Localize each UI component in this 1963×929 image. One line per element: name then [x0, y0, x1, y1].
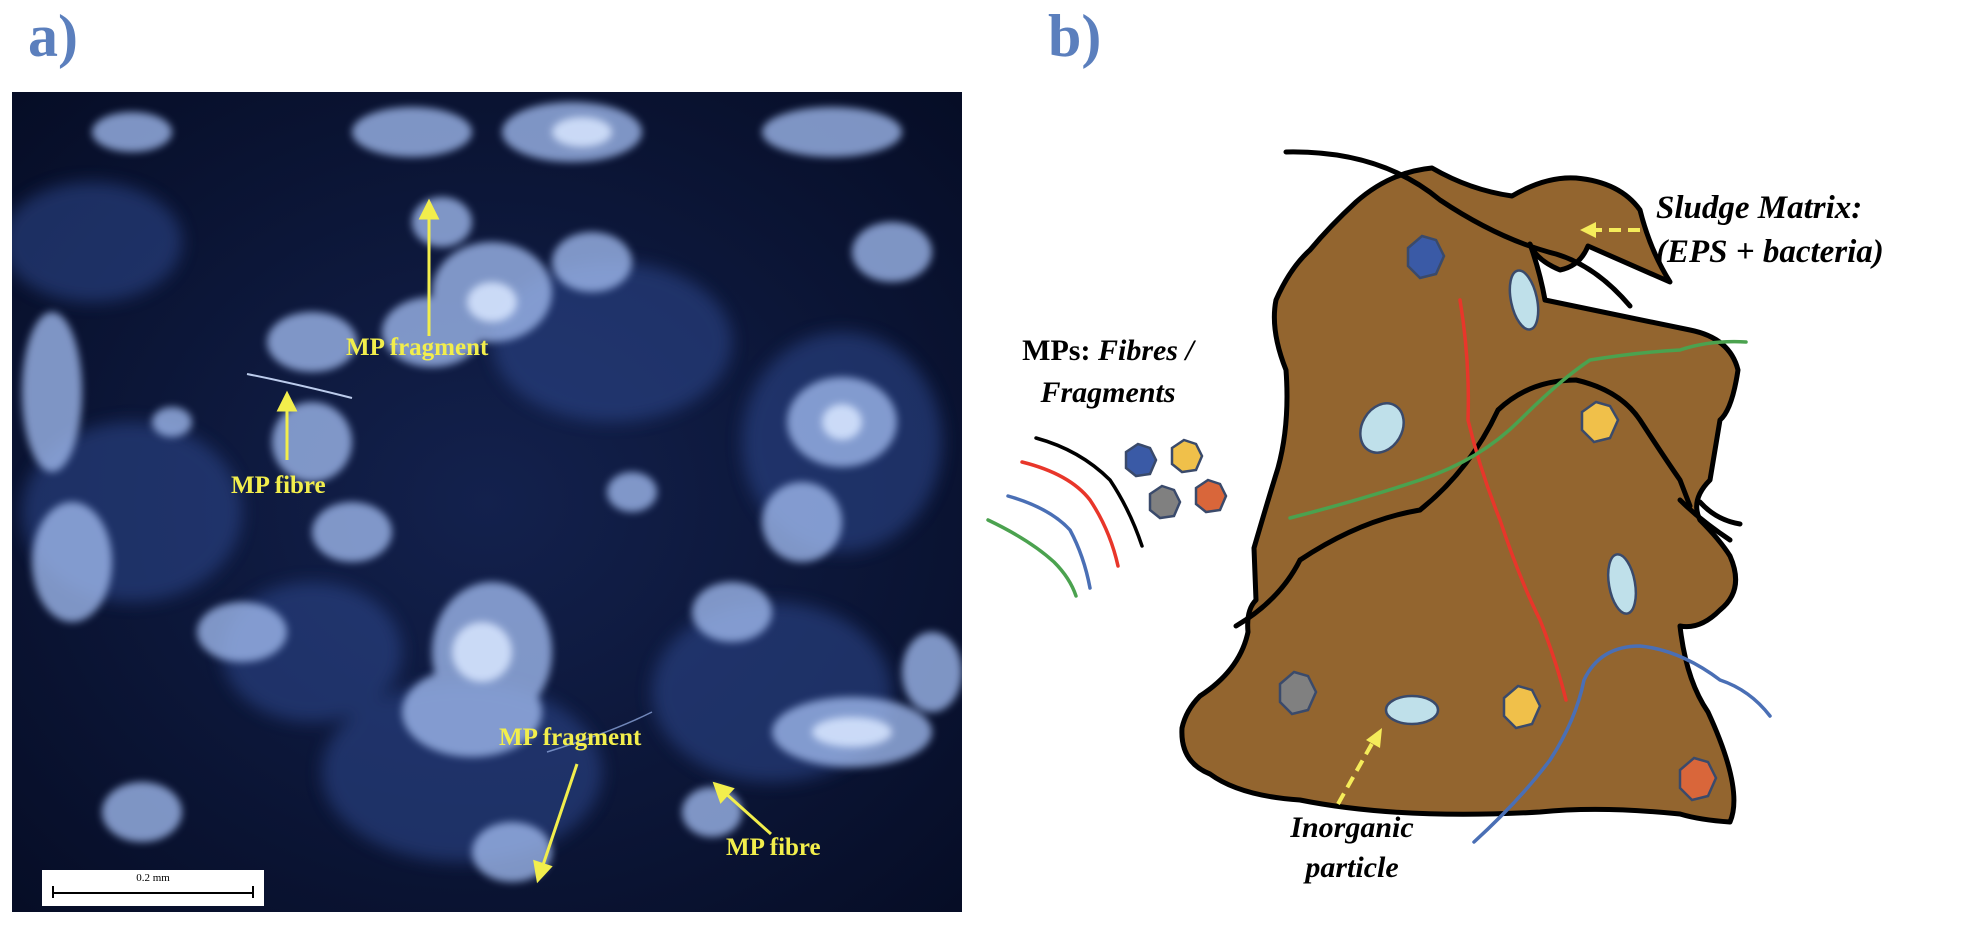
inorganic-particle — [1359, 402, 1405, 454]
mps-prefix: MPs: — [1022, 334, 1098, 367]
micrograph-texture — [12, 92, 962, 912]
mps-label: MPs: Fibres / Fragments — [1008, 330, 1208, 414]
inorganic-particle-label: Inorganic particle — [1262, 808, 1442, 888]
fragment-orange — [1678, 756, 1718, 802]
fragment-yellow — [1580, 400, 1620, 444]
panel-label-a: a) — [28, 3, 78, 69]
fragment-darkblue — [1406, 234, 1446, 280]
mp-fragment-label-top: MP fragment — [346, 334, 489, 361]
sludge-matrix-label: Sludge Matrix: (EPS + bacteria) — [1656, 186, 1884, 274]
panel-label-b: b) — [1048, 3, 1102, 69]
fragment-grey — [1278, 670, 1318, 716]
mp-fibre-label-right: MP fibre — [726, 834, 821, 861]
legend-fragment-yellow — [1170, 438, 1204, 474]
scale-bar-tick-right — [252, 886, 254, 898]
fragment-yellow-2 — [1502, 684, 1542, 730]
legend-fragment-grey — [1148, 484, 1182, 520]
micrograph-image: MP fragment MP fibre MP fragment MP fibr… — [12, 92, 962, 912]
mp-fragment-label-bottom: MP fragment — [499, 724, 642, 751]
scale-bar-line — [52, 892, 254, 894]
inorganic-line2: particle — [1305, 851, 1399, 884]
sludge-matrix-line2: (EPS + bacteria) — [1656, 234, 1884, 270]
mps-label-line1: MPs: Fibres / — [1008, 330, 1208, 372]
sludge-matrix-line1: Sludge Matrix: — [1656, 190, 1863, 226]
sludge-floc — [1179, 165, 1741, 825]
legend-fragment-orange — [1194, 478, 1228, 514]
scale-bar: 0.2 mm — [42, 870, 264, 906]
mp-fibre-label-left: MP fibre — [231, 472, 326, 499]
scale-bar-label: 0.2 mm — [136, 872, 170, 884]
mps-fragments: Fragments — [1040, 376, 1176, 409]
inorganic-line1: Inorganic — [1290, 811, 1414, 844]
inorganic-particle — [1508, 269, 1540, 331]
inorganic-particle — [1606, 553, 1638, 615]
scale-bar-tick-left — [52, 886, 54, 898]
inorganic-particle — [1384, 694, 1440, 726]
legend-fragment-darkblue — [1124, 442, 1158, 478]
mps-fibres: Fibres / — [1097, 334, 1194, 367]
sludge-schematic — [986, 149, 1772, 844]
